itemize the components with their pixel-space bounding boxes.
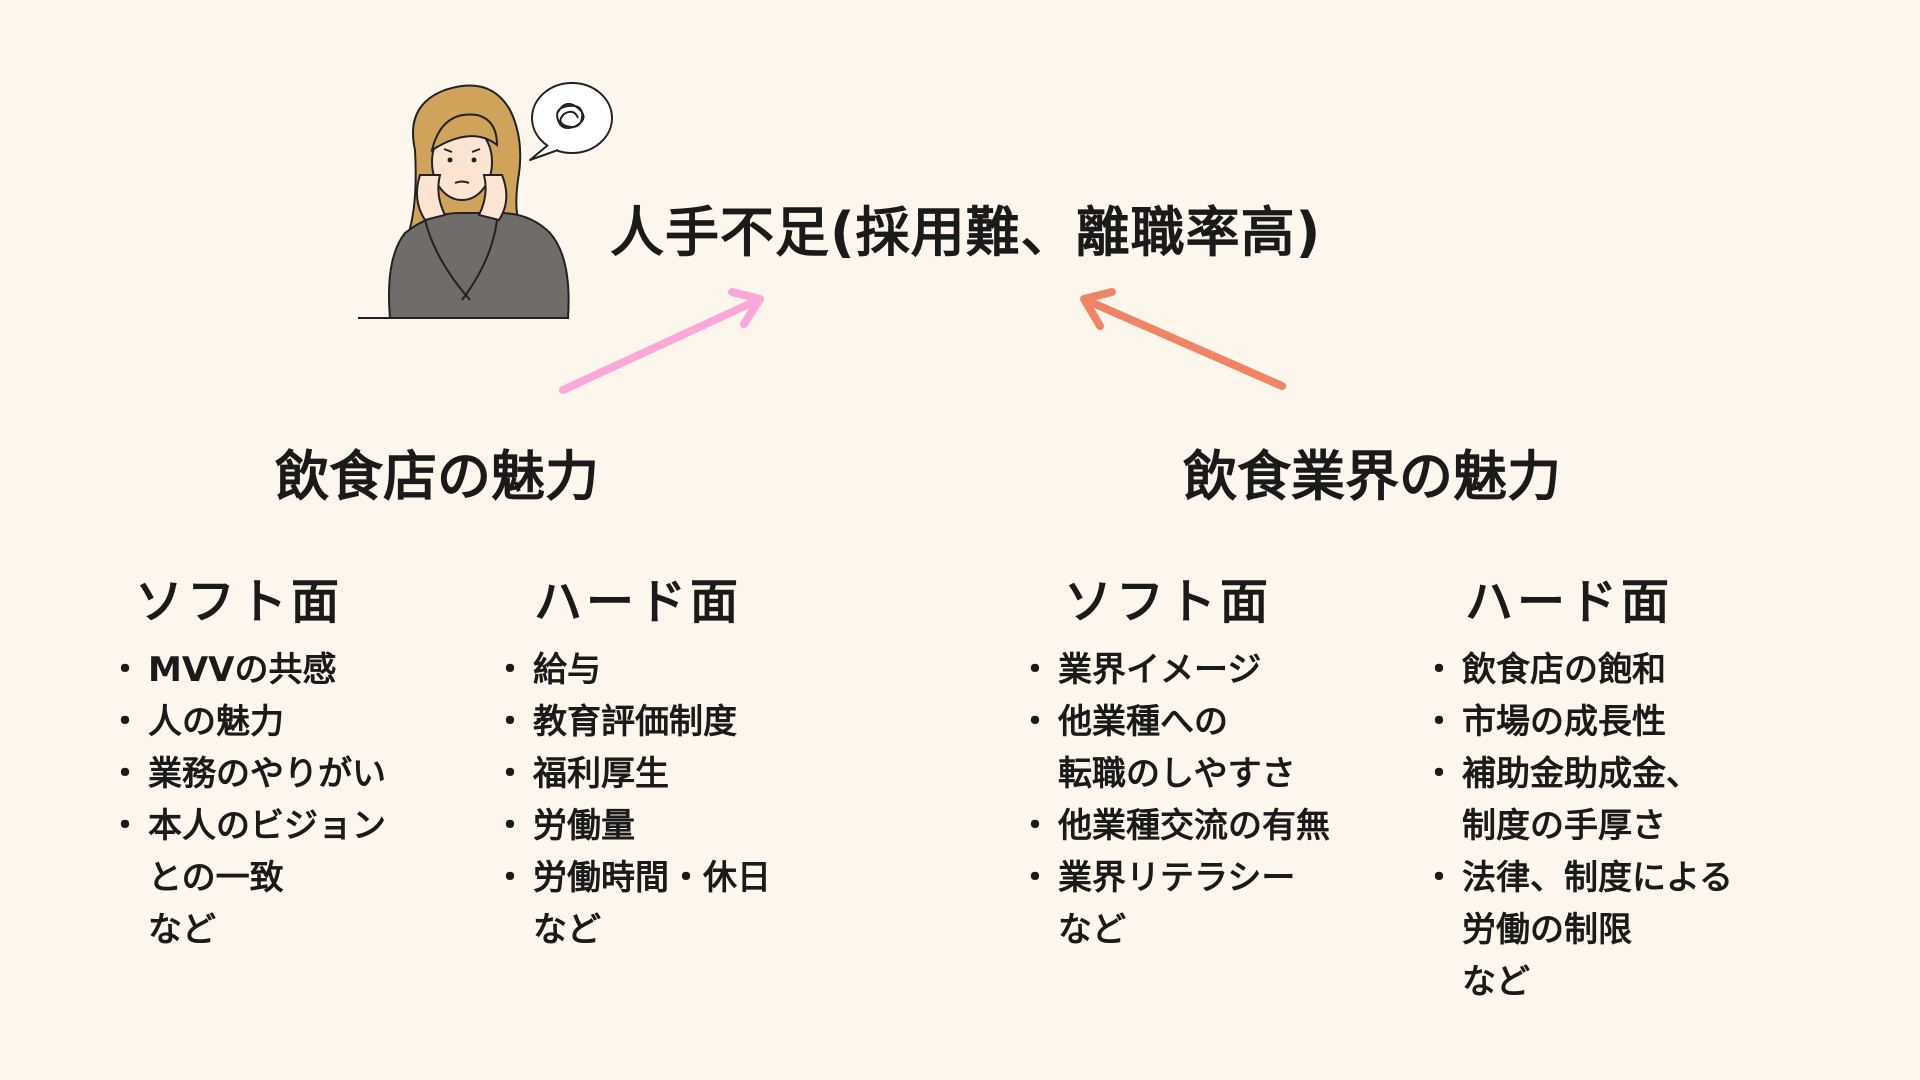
list-item: 他業種交流の有無 bbox=[1018, 800, 1330, 852]
list-item: 市場の成長性 bbox=[1422, 696, 1733, 748]
list-item: 人の魅力 bbox=[108, 696, 386, 748]
list-item: など bbox=[1462, 962, 1530, 1002]
list-item: 福利厚生 bbox=[493, 748, 771, 800]
page-title: 人手不足(採用難、離職率高) bbox=[610, 201, 1322, 264]
right-hard-heading: ハード面 bbox=[1465, 574, 1674, 630]
right-soft-list: 業界イメージ 他業種への 転職のしやすさ 他業種交流の有無 業界リテラシー など bbox=[1018, 644, 1330, 956]
list-item: 法律、制度による bbox=[1422, 852, 1733, 904]
left-soft-heading: ソフト面 bbox=[135, 574, 344, 630]
section-heading-industry: 飲食業界の魅力 bbox=[1183, 445, 1561, 508]
list-item: 業務のやりがい bbox=[108, 748, 386, 800]
list-item: 他業種への bbox=[1018, 696, 1330, 748]
left-soft-list: MVVの共感 人の魅力 業務のやりがい 本人のビジョン との一致 など bbox=[108, 644, 386, 956]
list-item: 労働時間・休日 bbox=[493, 852, 771, 904]
right-hard-list: 飲食店の飽和 市場の成長性 補助金助成金、 制度の手厚さ 法律、制度による 労働… bbox=[1422, 644, 1733, 1008]
list-item: 給与 bbox=[493, 644, 771, 696]
list-item: 教育評価制度 bbox=[493, 696, 771, 748]
section-heading-restaurant: 飲食店の魅力 bbox=[275, 445, 599, 508]
list-item: 転職のしやすさ bbox=[1058, 754, 1296, 794]
list-item: 飲食店の飽和 bbox=[1422, 644, 1733, 696]
list-item: など bbox=[533, 910, 601, 950]
list-item: など bbox=[148, 910, 216, 950]
list-item: 補助金助成金、 bbox=[1422, 748, 1733, 800]
list-item: 業界リテラシー bbox=[1018, 852, 1330, 904]
right-soft-heading: ソフト面 bbox=[1064, 574, 1273, 630]
list-item: 労働量 bbox=[493, 800, 771, 852]
speech-bubble-icon bbox=[529, 82, 613, 161]
left-hard-heading: ハード面 bbox=[534, 574, 743, 630]
list-item: 制度の手厚さ bbox=[1462, 806, 1666, 846]
left-hard-list: 給与 教育評価制度 福利厚生 労働量 労働時間・休日 など bbox=[493, 644, 771, 956]
list-item: など bbox=[1058, 910, 1126, 950]
list-item: MVVの共感 bbox=[108, 644, 386, 696]
list-item: 業界イメージ bbox=[1018, 644, 1330, 696]
list-item: との一致 bbox=[148, 858, 284, 898]
list-item: 労働の制限 bbox=[1462, 910, 1632, 950]
list-item: 本人のビジョン bbox=[108, 800, 386, 852]
